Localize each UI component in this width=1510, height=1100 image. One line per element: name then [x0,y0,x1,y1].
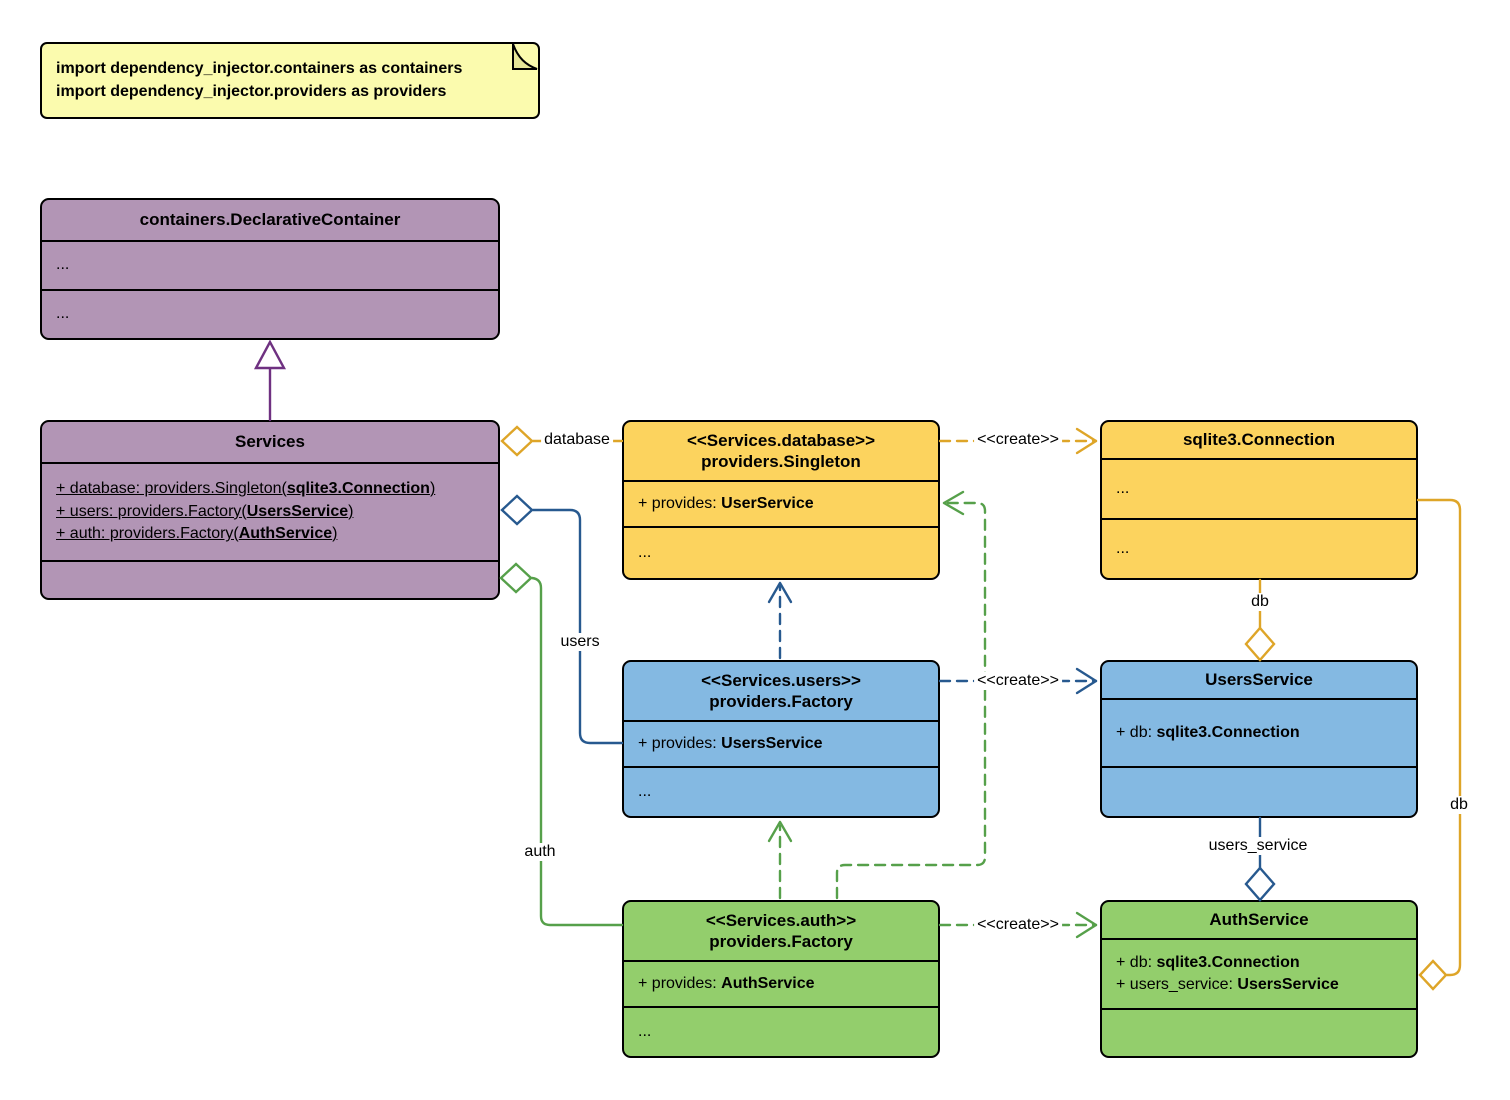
database-singleton-stereotype: <<Services.database>> [686,430,876,450]
class-users-factory-title: <<Services.users>> providers.Factory [624,662,938,720]
class-auth-factory-attrs: + provides: AuthService [624,960,938,1006]
class-auth-service-methods [1102,1008,1416,1056]
edge-users-aggregation [500,494,624,745]
edge-inheritance-arrow [253,339,287,422]
auth-factory-name: providers.Factory [709,932,853,951]
class-auth-service-title: AuthService [1209,910,1309,930]
services-attr-auth: + auth: providers.Factory(AuthService) [56,525,338,543]
auth-service-attr-db: + db: sqlite3.Connection [1116,953,1300,971]
class-sqlite-connection-attrs: ... [1102,458,1416,518]
database-singleton-name: providers.Singleton [701,452,861,471]
class-database-singleton-title: <<Services.database>> providers.Singleto… [624,422,938,480]
class-services-methods [42,560,498,598]
users-service-attr-db: + db: sqlite3.Connection [1116,723,1300,741]
services-attr-database: + database: providers.Singleton(sqlite3.… [56,480,436,498]
database-singleton-provides: + provides: UserService [638,494,814,512]
class-declarative-container-title: containers.DeclarativeContainer [139,210,401,230]
edge-label-create-connection: <<create>> [974,431,1062,449]
edge-auth-factory-to-users-factory [767,820,793,900]
edge-label-users-service: users_service [1205,837,1311,855]
class-users-factory: <<Services.users>> providers.Factory + p… [622,660,940,818]
edge-label-create-users-service: <<create>> [974,672,1062,690]
imports-note-line1: import dependency_injector.containers as… [56,60,463,77]
class-services: Services + database: providers.Singleton… [40,420,500,600]
edge-label-create-auth-service: <<create>> [974,916,1062,934]
auth-service-attr-users-service: + users_service: UsersService [1116,976,1339,993]
auth-factory-stereotype: <<Services.auth>> [705,910,857,930]
edge-db-aggregation-auth-service [1416,498,1462,991]
imports-note: import dependency_injector.containers as… [40,42,540,119]
edge-db-aggregation-users-service [1244,578,1276,662]
class-auth-factory-methods: ... [624,1006,938,1056]
class-declarative-container-methods: ... [42,289,498,338]
users-factory-name: providers.Factory [709,692,853,711]
auth-factory-provides: + provides: AuthService [638,974,815,992]
class-sqlite-connection-title: sqlite3.Connection [1182,430,1336,450]
edge-label-db-users-service: db [1248,593,1272,611]
class-declarative-container-attrs: ... [42,240,498,289]
edge-label-auth: auth [521,843,559,861]
class-sqlite-connection-methods: ... [1102,518,1416,578]
class-sqlite-connection: sqlite3.Connection ... ... [1100,420,1418,580]
class-auth-factory-title: <<Services.auth>> providers.Factory [624,902,938,960]
edge-users-factory-to-singleton [767,581,793,660]
class-auth-service-attrs: + db: sqlite3.Connection + users_service… [1102,938,1416,1008]
class-users-service-title: UsersService [1205,670,1313,690]
edge-users-service-aggregation [1244,816,1276,902]
services-attr-users: + users: providers.Factory(UsersService) [56,502,354,520]
class-database-singleton-methods: ... [624,526,938,578]
users-factory-stereotype: <<Services.users>> [701,670,861,690]
class-database-singleton-attrs: + provides: UserService [624,480,938,526]
note-folded-corner-icon [512,43,538,70]
users-factory-provides: + provides: UsersService [638,734,823,752]
edge-label-users: users [557,633,603,651]
class-users-service: UsersService + db: sqlite3.Connection [1100,660,1418,818]
class-auth-service: AuthService + db: sqlite3.Connection + u… [1100,900,1418,1058]
imports-note-line2: import dependency_injector.providers as … [56,83,447,101]
edge-label-db-auth-service: db [1447,796,1471,814]
class-services-title: Services [235,432,305,452]
class-users-service-methods [1102,766,1416,816]
class-users-service-attrs: + db: sqlite3.Connection [1102,698,1416,766]
class-declarative-container: containers.DeclarativeContainer ... ... [40,198,500,340]
class-users-factory-methods: ... [624,766,938,816]
class-database-singleton: <<Services.database>> providers.Singleto… [622,420,940,580]
class-users-factory-attrs: + provides: UsersService [624,720,938,766]
class-services-attrs: + database: providers.Singleton(sqlite3.… [42,462,498,560]
edge-auth-aggregation [499,562,624,927]
class-auth-factory: <<Services.auth>> providers.Factory + pr… [622,900,940,1058]
edge-label-database: database [541,431,613,449]
